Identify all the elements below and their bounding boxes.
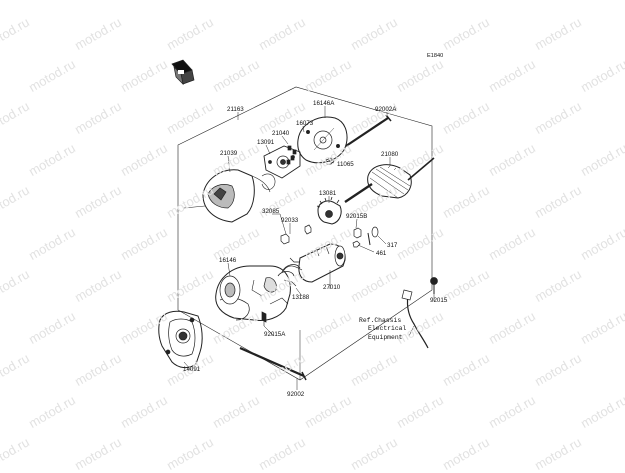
part-label-92015: 92015	[430, 297, 448, 304]
part-label-13091: 13091	[257, 139, 275, 146]
part-label-13081: 13081	[319, 190, 337, 197]
main-housing-16146	[215, 265, 291, 321]
part-label-16146: 16146	[219, 257, 237, 264]
small-fasteners	[280, 157, 379, 248]
part-label-13188: 13188	[292, 294, 310, 301]
armature-21080	[344, 157, 435, 203]
part-label-11065: 11065	[337, 161, 354, 168]
part-label-16073: 16073	[296, 120, 314, 127]
part-label-21040: 21040	[272, 130, 290, 137]
ref-note-line-1: Ref.Chassis	[359, 317, 402, 324]
frame-outline	[177, 86, 433, 381]
ref-note-line-3: Equipment	[368, 333, 403, 341]
leader-lines	[183, 106, 435, 390]
part-label-32085: 32085	[262, 208, 280, 215]
part-label-16146A: 16146A	[313, 100, 335, 107]
part-label-27010: 27010	[323, 284, 341, 291]
screw-92015A	[261, 311, 267, 326]
part-label-92033: 92033	[281, 217, 299, 224]
ref-note: Ref.Chassis Electrical Equipment	[359, 317, 407, 341]
gear-13081	[316, 196, 342, 225]
long-bolt-92002	[239, 346, 307, 381]
part-label-92015A: 92015A	[264, 331, 286, 338]
solenoid-27010	[283, 243, 346, 283]
part-label-21039: 21039	[220, 150, 238, 157]
diagram-code: E1840	[427, 53, 444, 59]
ref-note-line-2: Electrical	[368, 325, 407, 333]
cable-92015	[401, 277, 438, 349]
gasket-14091	[158, 310, 203, 369]
end-plate-16146A	[297, 116, 348, 164]
part-label-461: 461	[376, 250, 387, 257]
brushes-21040	[286, 145, 297, 165]
book-icon	[171, 59, 195, 86]
housing-21039	[183, 169, 276, 223]
part-label-92002A: 92002A	[375, 106, 397, 113]
part-label-14091: 14091	[183, 366, 201, 373]
part-label-92015B: 92015B	[346, 213, 368, 220]
part-label-21163: 21163	[227, 106, 244, 113]
part-label-92002: 92002	[287, 391, 305, 398]
wire-13188	[277, 264, 301, 287]
part-label-317: 317	[387, 242, 398, 249]
part-label-21080: 21080	[381, 151, 399, 158]
